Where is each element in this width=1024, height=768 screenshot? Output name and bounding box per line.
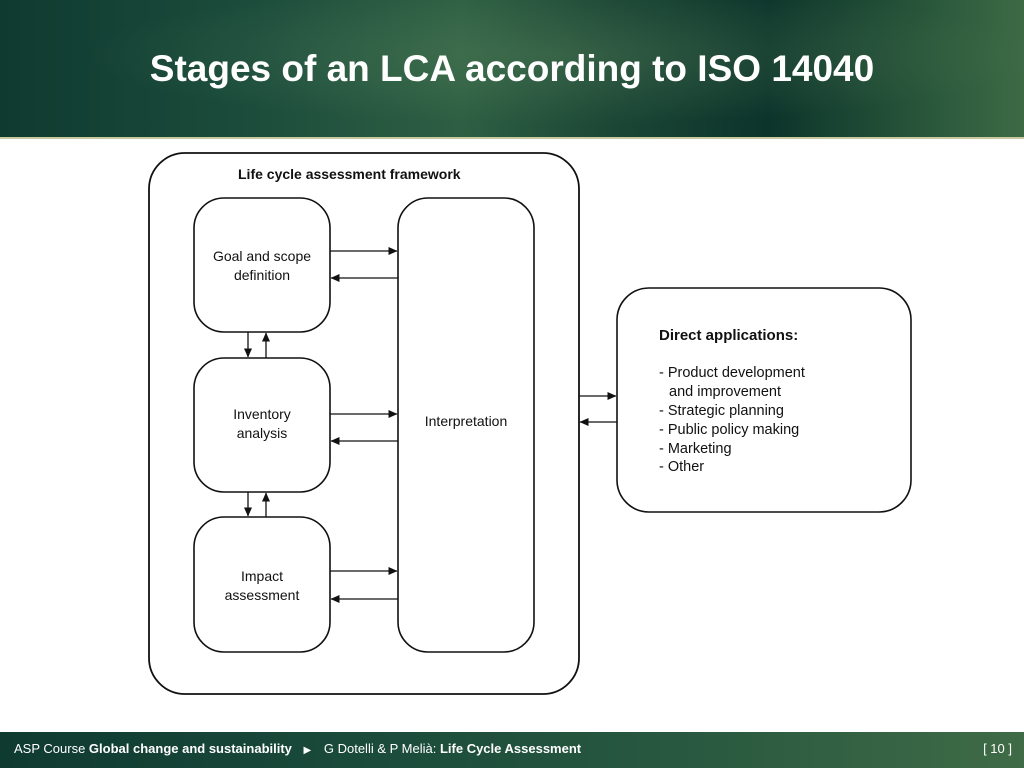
- direct-applications-box: [616, 287, 912, 513]
- inventory-analysis-label-2: analysis: [237, 425, 288, 441]
- footer-credits: ASP Course Global change and sustainabil…: [14, 741, 581, 756]
- goal-scope-label-2: definition: [234, 267, 290, 283]
- interpretation-box: [397, 197, 535, 653]
- application-item: - Public policy making: [659, 422, 799, 438]
- application-item: - Strategic planning: [659, 403, 784, 419]
- direct-applications-title: Direct applications:: [659, 327, 798, 344]
- goal-scope-box: [193, 197, 331, 333]
- impact-assessment-label: Impact: [241, 568, 283, 584]
- impact-assessment-label-2: assessment: [225, 587, 300, 603]
- application-item: - Other: [659, 459, 704, 475]
- impact-assessment-box: [193, 516, 331, 653]
- inventory-analysis-box: [193, 357, 331, 493]
- header-banner: [0, 0, 1024, 137]
- course-name: Global change and sustainability: [88, 741, 292, 756]
- footer-bar: ASP Course Global change and sustainabil…: [0, 732, 1024, 768]
- triangle-right-icon: ▶: [303, 745, 312, 756]
- application-item: - Product development: [659, 365, 805, 381]
- inventory-analysis-label: Inventory: [233, 406, 291, 422]
- slide-title: Stages of an LCA according to ISO 14040: [149, 48, 875, 89]
- application-item: - Marketing: [659, 441, 732, 457]
- lecture-title: Life Cycle Assessment: [439, 741, 582, 756]
- authors: G Dotelli & P Melià:: [323, 741, 437, 756]
- header-divider: [0, 137, 1024, 139]
- page-number: [ 10 ]: [983, 741, 1012, 756]
- framework-label: Life cycle assessment framework: [238, 166, 461, 182]
- application-item: and improvement: [669, 384, 781, 400]
- course-prefix: ASP Course: [14, 741, 86, 756]
- goal-scope-label: Goal and scope: [213, 248, 311, 264]
- interpretation-label: Interpretation: [425, 413, 508, 429]
